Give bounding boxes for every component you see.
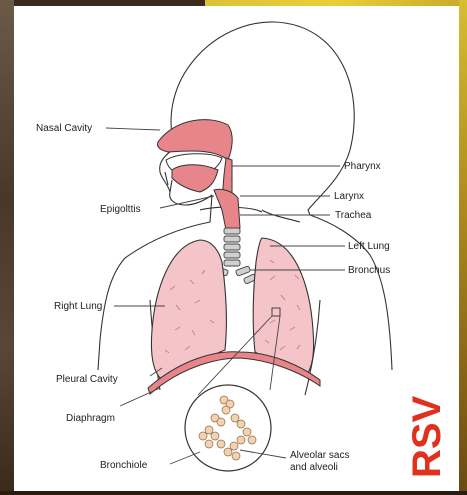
rsv-watermark: RSV bbox=[405, 395, 449, 478]
label-right-lung: Right Lung bbox=[54, 301, 102, 312]
label-diaphragm: Diaphragm bbox=[66, 413, 115, 424]
label-bronchus: Bronchus bbox=[348, 265, 390, 276]
larynx-shape bbox=[214, 189, 240, 230]
label-trachea: Trachea bbox=[335, 210, 372, 221]
alveoli-inset bbox=[185, 385, 271, 471]
label-left-lung: Left Lung bbox=[348, 241, 390, 252]
label-alveolar-line1: Alveolar sacs bbox=[290, 450, 349, 461]
label-larynx: Larynx bbox=[334, 191, 364, 202]
label-pharynx: Pharynx bbox=[344, 161, 381, 172]
label-bronchiole: Bronchiole bbox=[100, 460, 148, 471]
label-pleural-cavity: Pleural Cavity bbox=[56, 374, 118, 385]
shoulder-right bbox=[262, 210, 300, 222]
label-nasal-cavity: Nasal Cavity bbox=[36, 123, 92, 134]
tongue bbox=[172, 165, 218, 192]
label-alveolar-line2: and alveoli bbox=[290, 462, 338, 473]
label-epiglottis: Epigolttis bbox=[100, 204, 141, 215]
